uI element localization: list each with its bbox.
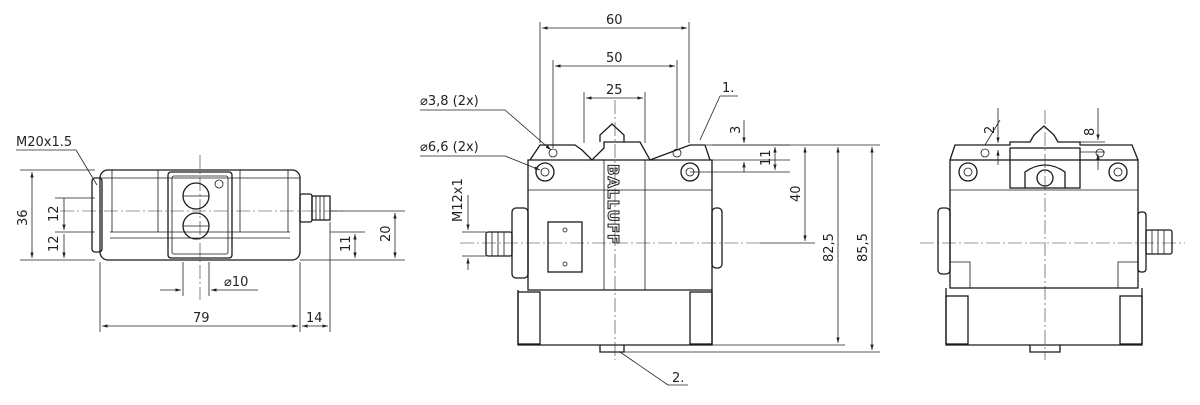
right-dim-8: 8 bbox=[1083, 128, 1098, 136]
front-dim-11: 11 bbox=[759, 149, 774, 166]
right-view: 2 8 bbox=[920, 108, 1185, 360]
front-view: BALLUFF 60 50 25 ⌀3,8 (2x) ⌀6,6 (2x) bbox=[420, 13, 880, 386]
front-callout-2: 2. bbox=[672, 371, 684, 386]
side-thread-label: M20x1.5 bbox=[16, 135, 72, 150]
front-brand: BALLUFF bbox=[604, 164, 622, 245]
front-dim-40: 40 bbox=[789, 185, 804, 202]
front-dim-825: 82,5 bbox=[822, 233, 837, 262]
front-hole-large: ⌀6,6 (2x) bbox=[420, 140, 479, 155]
side-diameter: ⌀10 bbox=[224, 275, 248, 290]
side-height-right: 20 bbox=[379, 225, 394, 242]
front-dim-3: 3 bbox=[729, 126, 744, 134]
front-width-25: 25 bbox=[606, 83, 623, 98]
right-dim-2: 2 bbox=[983, 126, 998, 134]
side-height-total: 36 bbox=[16, 209, 31, 226]
side-height-b: 12 bbox=[47, 235, 62, 252]
side-view: M20x1.5 36 12 12 20 11 ⌀10 bbox=[16, 135, 405, 332]
front-hole-small: ⌀3,8 (2x) bbox=[420, 94, 479, 109]
front-callout-1: 1. bbox=[722, 81, 734, 96]
side-length-small: 14 bbox=[306, 311, 323, 326]
front-dim-855: 85,5 bbox=[856, 233, 871, 262]
side-height-a: 12 bbox=[47, 205, 62, 222]
front-width-50: 50 bbox=[606, 51, 623, 66]
front-thread: M12x1 bbox=[451, 178, 466, 222]
front-width-60: 60 bbox=[606, 13, 623, 28]
side-length: 79 bbox=[193, 311, 210, 326]
side-height-right-small: 11 bbox=[339, 235, 354, 252]
